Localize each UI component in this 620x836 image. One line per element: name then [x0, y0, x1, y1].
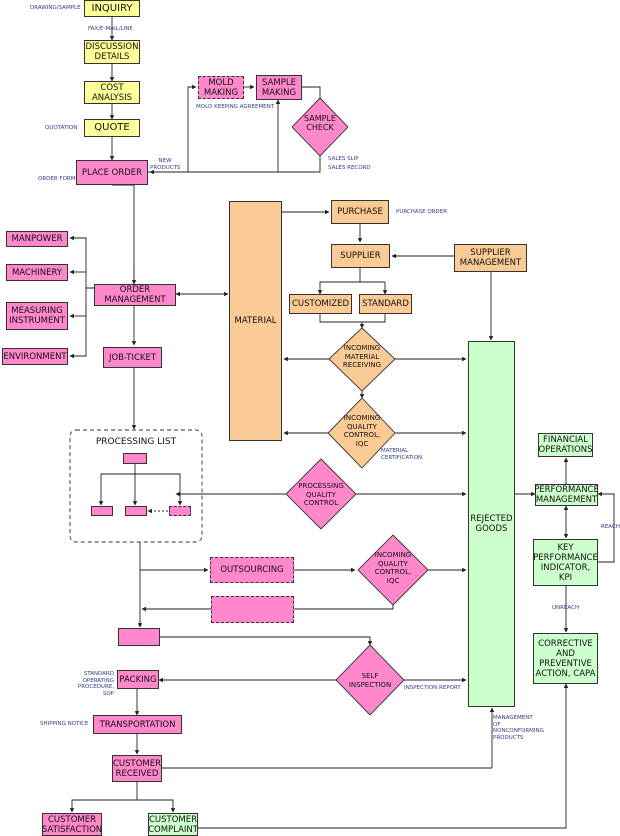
processing-list-title: PROCESSING LIST: [95, 437, 177, 447]
connector: [317, 268, 361, 295]
label-new-products: NEW PRODUCTS: [150, 158, 181, 171]
customized-box: CUSTOMIZED: [289, 294, 352, 314]
connector: [139, 542, 209, 573]
label-nonconforming: MANAGEMENT OF NONCONFORMING PRODUCTS: [493, 715, 544, 741]
label-shipping-notice: SHIPPING NOTICE: [40, 721, 89, 727]
connector: [137, 799, 176, 813]
iqc1-diamond: [327, 397, 396, 469]
label-fax-mail: FAX/E-MAIL/LINE: [88, 26, 133, 32]
environment-box: ENVIRONMENT: [2, 348, 68, 365]
mold-making-box: MOLD MAKING: [198, 76, 244, 99]
machinery-box: MACHINERY: [6, 264, 68, 281]
connector: [149, 151, 321, 175]
post-process-box: [118, 628, 160, 646]
process-step-1: [91, 506, 113, 516]
inquiry-box: INQUIRY: [84, 0, 140, 17]
performance-management-box: PERFORMANCE MANAGEMENT: [534, 484, 599, 506]
label-unreach: UNREACH: [552, 605, 580, 611]
label-inspection-report: INSPECTION REPORT: [404, 685, 461, 691]
label-mold-keeping: MOLD KEEPING AGREEMENT: [196, 104, 275, 110]
measuring-instrument-box: MEASURING INSTRUMENT: [6, 302, 68, 330]
label-purchase-order: PURCHASE ORDER: [396, 209, 448, 215]
cost-analysis-box: COST ANALYSIS: [84, 81, 140, 104]
pqc-diamond: [285, 458, 357, 530]
process-step-3: [169, 506, 191, 516]
process-step-2: [125, 506, 147, 516]
manpower-box: MANPOWER: [6, 231, 68, 247]
discussion-details-box: DISCUSSION DETAILS: [84, 40, 140, 64]
order-management-box: ORDER MANAGEMENT: [94, 284, 176, 306]
customer-satisfaction-box: CUSTOMER SATISFACTION: [41, 813, 103, 836]
material-box: MATERIAL: [229, 201, 282, 441]
self-inspection-diamond: [335, 644, 405, 716]
connector: [112, 184, 135, 284]
sample-check-label: SAMPLE CHECK: [304, 114, 336, 132]
label-material-cert: MATERIAL CERTIFICATION: [381, 448, 423, 461]
self-inspection-label: SELF INSPECTION: [348, 672, 392, 689]
iqc2-label: INCOMING QUALITY CONTROL, IQC: [374, 551, 412, 585]
sample-check-diamond: [291, 97, 349, 157]
process-step-root: [123, 453, 147, 464]
financial-operations-box: FINANCIAL OPERATIONS: [538, 433, 593, 457]
incoming-material-diamond: [328, 327, 396, 392]
transportation-box: TRANSPORTATION: [93, 715, 182, 734]
connector: [198, 683, 569, 829]
supplier-management-box: SUPPLIER MANAGEMENT: [454, 244, 527, 272]
label-reach: REACH: [601, 524, 620, 530]
connector: [319, 314, 386, 323]
label-sales-slip: SALES SLIP: [328, 156, 359, 162]
iqc1-label: INCOMING QUALITY CONTROL, IQC: [343, 414, 381, 448]
iqc2-diamond: [357, 534, 429, 606]
customer-complaint-box: CUSTOMER COMPLAINT: [148, 813, 198, 836]
packing-box: PACKING: [117, 670, 159, 689]
rejected-goods-box: REJECTED GOODS: [468, 341, 515, 707]
outsourced-return-box: [211, 596, 294, 623]
kpi-box: KEY PERFORMANCE INDICATOR, KPI: [533, 539, 598, 586]
sample-making-box: SAMPLE MAKING: [256, 75, 302, 100]
processing-list-group: [69, 429, 203, 543]
customer-received-box: CUSTOMER RECEIVED: [112, 755, 162, 782]
connector: [98, 473, 135, 506]
job-ticket-box: JOB-TICKET: [103, 347, 162, 368]
connector: [69, 782, 138, 813]
supplier-box: SUPPLIER: [331, 244, 390, 268]
label-order-form: ORDER FORM: [38, 176, 76, 182]
connector: [135, 473, 183, 506]
outsourcing-box: OUTSOURCING: [210, 557, 294, 583]
label-sop: STANDARD OPERATING PROCEDURE, SOP: [77, 671, 114, 697]
purchase-box: PURCHASE: [331, 200, 389, 224]
pqc-label: PROCESSING QUALITY CONTROL: [298, 482, 344, 507]
quote-box: QUOTE: [84, 119, 140, 137]
connector: [160, 636, 373, 646]
label-sales-record: SALES RECORD: [328, 165, 371, 171]
incoming-material-label: INCOMING MATERIAL RECEIVING: [342, 344, 382, 369]
connector: [597, 491, 615, 563]
standard-box: STANDARD: [359, 294, 412, 314]
label-drawing-sample: DRAWING/SAMPLE: [30, 5, 81, 11]
place-order-box: PLACE ORDER: [76, 160, 148, 185]
connector: [69, 306, 87, 359]
capa-box: CORRECTIVE AND PREVENTIVE ACTION, CAPA: [533, 633, 598, 684]
connector: [69, 235, 94, 289]
label-quotation: QUOTATION: [45, 125, 78, 131]
